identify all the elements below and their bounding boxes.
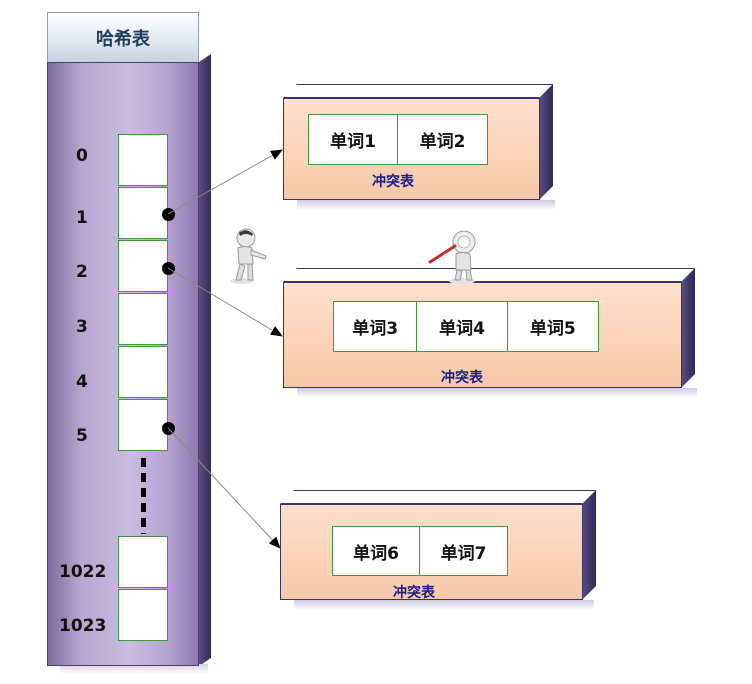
conflict-table-1: 单词1 单词2 冲突表 xyxy=(283,84,558,212)
person-magnifier-icon xyxy=(428,230,476,284)
conflict-table-3: 单词6 单词7 冲突表 xyxy=(280,490,600,610)
index-label-1023: 1023 xyxy=(59,616,107,636)
hash-table-header: 哈希表 xyxy=(47,12,199,62)
hash-cell-4 xyxy=(118,346,168,398)
hash-cell-2 xyxy=(118,240,168,292)
arrow-5-to-table-3 xyxy=(167,427,281,549)
hash-cell-0 xyxy=(118,134,168,186)
word-cell: 单词6 xyxy=(333,527,420,575)
hash-table-side xyxy=(199,54,211,664)
conflict-table-2-row: 单词3 单词4 单词5 xyxy=(333,301,599,352)
word-cell: 单词7 xyxy=(440,543,487,564)
conflict-table-1-label: 冲突表 xyxy=(372,174,414,190)
conflict-table-3-label: 冲突表 xyxy=(393,585,435,601)
word-cell: 单词4 xyxy=(417,302,508,351)
ellipsis-dashed-line xyxy=(141,458,146,534)
arrow-1-to-table-1 xyxy=(167,149,283,215)
word-cell: 单词3 xyxy=(334,302,418,351)
hash-cell-3 xyxy=(118,293,168,345)
word-cell: 单词1 xyxy=(309,115,398,164)
word-cell: 单词5 xyxy=(529,319,576,339)
index-label-5: 5 xyxy=(76,426,88,446)
conflict-table-3-row: 单词6 单词7 xyxy=(332,526,508,576)
hash-cell-5 xyxy=(118,399,168,451)
pointer-dot-1 xyxy=(162,208,175,221)
index-label-4: 4 xyxy=(76,372,88,392)
word-cell: 单词2 xyxy=(419,132,466,152)
hash-cell-1 xyxy=(118,187,168,239)
index-label-1022: 1022 xyxy=(59,562,107,582)
conflict-table-1-row: 单词1 单词2 xyxy=(308,114,488,165)
hash-cell-1023 xyxy=(118,589,168,641)
index-label-1: 1 xyxy=(76,208,88,228)
conflict-table-2: 单词3 单词4 单词5 冲突表 xyxy=(283,268,701,402)
index-label-0: 0 xyxy=(76,146,88,166)
index-label-3: 3 xyxy=(76,317,88,337)
arrow-2-to-table-2 xyxy=(167,267,283,337)
person-pointing-icon xyxy=(230,228,267,284)
hash-cell-1022 xyxy=(118,536,168,588)
conflict-table-2-label: 冲突表 xyxy=(441,370,483,386)
hash-table-title: 哈希表 xyxy=(96,28,150,50)
index-label-2: 2 xyxy=(76,262,88,282)
hash-table-shadow xyxy=(60,664,208,674)
